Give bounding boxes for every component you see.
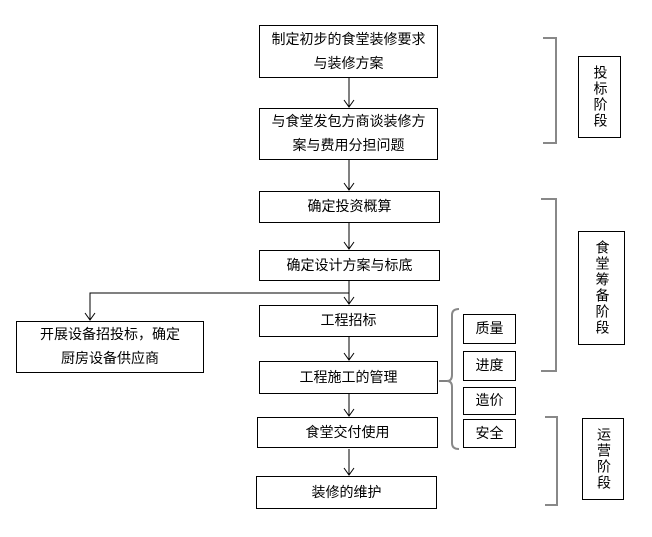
flow-step-initial-requirements: 制定初步的食堂装修要求 与装修方案: [259, 25, 438, 78]
aspects-brace: [439, 308, 460, 450]
flow-step-investment-estimate: 确定投资概算: [259, 191, 440, 223]
flow-step-design-and-base-bid: 确定设计方案与标底: [259, 250, 440, 281]
aspect-progress: 进度: [463, 351, 516, 381]
stage-label-operation: 运营阶段: [582, 418, 624, 500]
flow-step-renovation-maintenance: 装修的维护: [256, 476, 437, 509]
flow-step-canteen-handover: 食堂交付使用: [257, 417, 438, 448]
aspect-quality: 质量: [463, 314, 516, 344]
stage-label-bidding: 投标阶段: [578, 56, 621, 138]
stage-bracket-preparation: [541, 198, 557, 372]
flow-step-construction-management: 工程施工的管理: [259, 361, 438, 394]
stage-bracket-operation: [545, 416, 558, 506]
flow-step-equipment-tender: 开展设备招投标，确定 厨房设备供应商: [16, 321, 204, 373]
stage-label-canteen-preparation: 食堂筹备阶段: [578, 231, 625, 345]
flow-step-project-tender: 工程招标: [259, 305, 438, 337]
aspect-cost: 造价: [463, 387, 516, 415]
aspect-safety: 安全: [463, 419, 516, 448]
stage-bracket-bidding: [543, 37, 557, 144]
flow-step-negotiate-with-contractor: 与食堂发包方商谈装修方 案与费用分担问题: [259, 108, 438, 160]
